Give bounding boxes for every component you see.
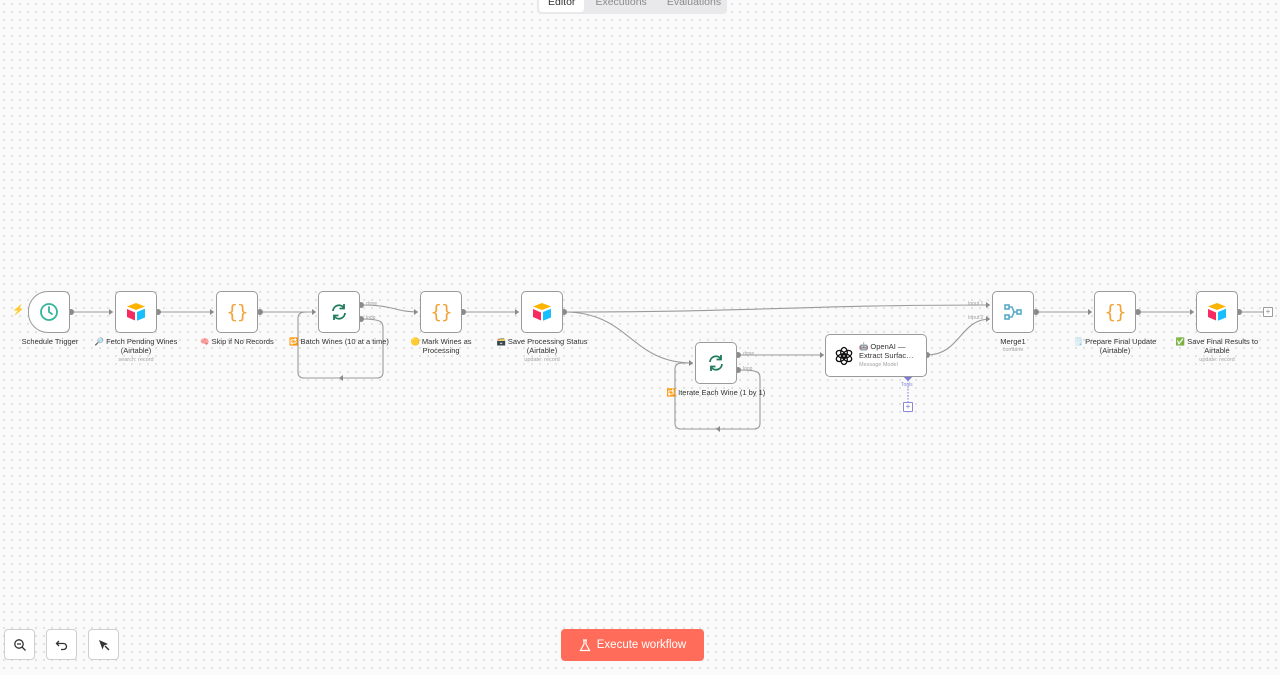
tab-editor[interactable]: Editor (539, 0, 585, 12)
add-tool-button[interactable]: + (903, 402, 913, 412)
node-mark-wines-processing[interactable]: {} (420, 291, 462, 333)
node-batch-wines[interactable] (318, 291, 360, 333)
tab-evaluations[interactable]: Evaluations (666, 0, 722, 8)
code-braces-icon: {} (430, 301, 453, 323)
flask-icon (579, 638, 591, 652)
node-save-final-results[interactable] (1196, 291, 1238, 333)
node-subtitle: search: record (118, 357, 154, 363)
node-skip-if-no-records[interactable]: {} (216, 291, 258, 333)
code-braces-icon: {} (226, 301, 249, 323)
tab-executions[interactable]: Executions (595, 0, 647, 8)
node-label: 🧠 Skip if No Records (200, 337, 274, 346)
node-subtitle: update: record (1199, 357, 1235, 363)
node-label: 🔁 Iterate Each Wine (1 by 1) (666, 388, 766, 397)
loop-icon (329, 302, 349, 322)
node-subtitle: combine (1002, 347, 1024, 353)
airtable-icon (125, 302, 147, 322)
view-tabs: Editor Executions Evaluations (537, 0, 727, 14)
port-label-loop: loop (366, 315, 376, 321)
port-label-input1: Input 1 (968, 301, 984, 307)
node-fetch-pending-wines[interactable] (115, 291, 157, 333)
undo-icon (55, 638, 69, 652)
port-label-done: done (743, 351, 755, 357)
node-label: Merge1 (1000, 337, 1026, 346)
node-label: 🗒️ Prepare Final Update (Airtable) (1073, 337, 1157, 355)
airtable-icon (1206, 302, 1228, 322)
port-label-done: done (366, 301, 378, 307)
node-merge1[interactable] (992, 291, 1034, 333)
loop-icon (706, 353, 726, 373)
zoom-out-button[interactable] (4, 629, 35, 660)
node-label: 🤖 OpenAI — Extract Surfac… (859, 342, 914, 360)
edge-iterate-loop (674, 362, 761, 430)
node-subtitle: update: record (524, 357, 560, 363)
node-subtitle: Message Model (859, 362, 898, 368)
undo-button[interactable] (46, 629, 77, 660)
airtable-icon (531, 302, 553, 322)
arrowheads (109, 302, 1194, 432)
node-schedule-trigger[interactable] (28, 291, 70, 333)
execute-workflow-button[interactable]: Execute workflow (561, 629, 704, 661)
tidy-up-button[interactable] (88, 629, 119, 660)
openai-icon (834, 346, 854, 366)
port-label-input2: Input 2 (968, 315, 984, 321)
node-save-processing-status[interactable] (521, 291, 563, 333)
merge-icon (1003, 302, 1023, 322)
edge-save-iterate (563, 311, 694, 364)
edge-openai-merge2 (926, 318, 991, 356)
node-iterate-each-wine[interactable] (695, 342, 737, 384)
edge-save-merge1 (563, 304, 991, 313)
trigger-bolt-icon: ⚡ (12, 305, 25, 316)
code-braces-icon: {} (1104, 301, 1127, 323)
node-label: 🗃️ Save Processing Status (Airtable) (496, 337, 588, 355)
port-label-loop: loop (743, 366, 753, 372)
node-label: ✅ Save Final Results to Airtable (1175, 337, 1259, 355)
zoom-out-icon (13, 638, 27, 652)
node-label: 🟡 Mark Wines as Processing (410, 337, 472, 355)
node-label: Schedule Trigger (21, 337, 79, 346)
node-openai-extract[interactable]: 🤖 OpenAI — Extract Surfac… Message Model (825, 334, 927, 377)
tidy-up-icon (97, 638, 111, 652)
port-label-tools: Tools (901, 382, 913, 388)
execute-workflow-label: Execute workflow (596, 639, 687, 651)
add-node-button[interactable]: + (1263, 307, 1273, 317)
node-label: 🔁 Batch Wines (10 at a time) (289, 337, 389, 346)
node-label: 🔎 Fetch Pending Wines (Airtable) (94, 337, 178, 355)
edge-batch-mark (360, 304, 419, 313)
clock-icon (39, 302, 59, 322)
edge-batch-loop (297, 311, 384, 379)
node-prepare-final-update[interactable]: {} (1094, 291, 1136, 333)
